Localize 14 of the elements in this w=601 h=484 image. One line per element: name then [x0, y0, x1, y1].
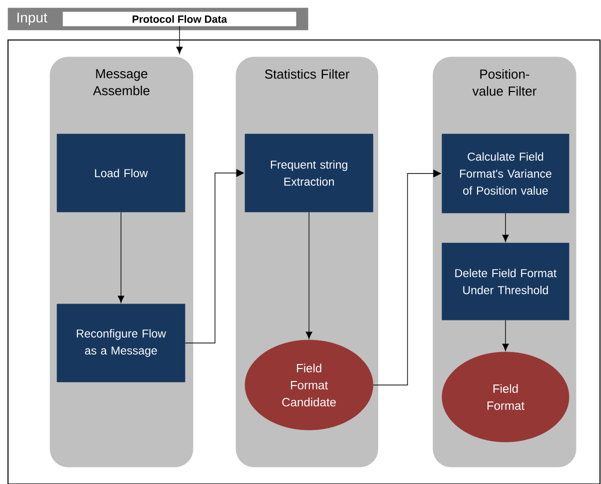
arrow — [306, 212, 312, 339]
arrow — [502, 212, 509, 242]
frame — [8, 40, 600, 484]
process-box: Calculate Field Format's Variance of Position value — [442, 134, 570, 214]
process-box: Delete Field Format Under Threshold — [442, 242, 570, 320]
arrow — [176, 26, 183, 54]
arrow — [372, 170, 442, 386]
arrow — [184, 169, 244, 344]
arrow — [502, 320, 509, 351]
process-box: Frequent string Extraction — [244, 134, 374, 212]
arrow — [118, 212, 124, 303]
process-box: Reconfigure Flow as a Message — [56, 304, 186, 382]
process-box: Load Flow — [56, 134, 186, 212]
input-field: Protocol Flow Data — [62, 12, 296, 26]
